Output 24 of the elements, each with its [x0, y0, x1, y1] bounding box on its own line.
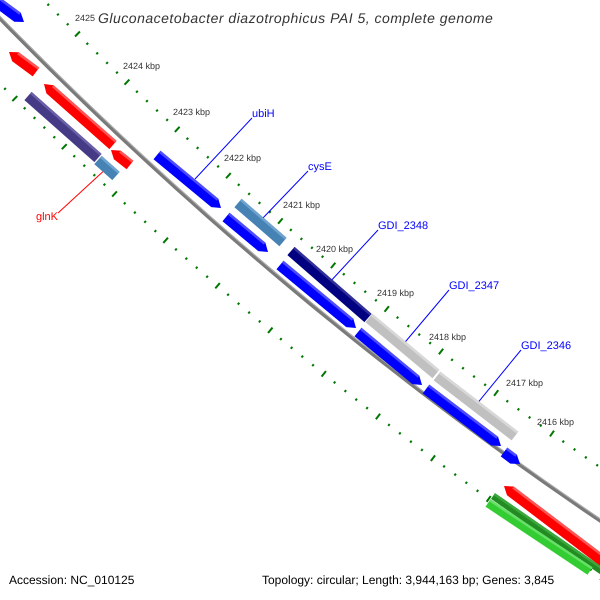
gene-label: GDI_2347	[449, 279, 500, 293]
gene-label: glnK	[36, 210, 58, 224]
leader-line	[478, 350, 522, 402]
kbp-label: 2417 kbp	[506, 379, 544, 388]
gene-label: cysE	[308, 160, 332, 174]
kbp-label: 2420 kbp	[316, 245, 354, 254]
footer-text: Topology: circular; Length: 3,944,163 bp; Genes: 3,845	[262, 574, 554, 586]
leader-line	[262, 170, 308, 218]
footer-text: Accession: NC_010125	[9, 574, 134, 586]
kbp-label: 2424 kbp	[123, 62, 160, 71]
gene-label: ubiH	[252, 107, 275, 121]
gene-label: GDI_2348	[378, 219, 428, 233]
leader-line	[332, 230, 378, 280]
kbp-label: 2418 kbp	[429, 333, 466, 342]
kbp-label: 2421 kbp	[283, 201, 320, 210]
gene-label: GDI_2346	[521, 339, 572, 353]
kbp-label: 2419 kbp	[377, 289, 414, 298]
kbp-label: 2425	[75, 14, 96, 23]
kbp-label: 2422 kbp	[224, 154, 262, 163]
gene-bar	[154, 150, 221, 208]
kbp-label: 2423 kbp	[173, 108, 210, 117]
kbp-label: 2416 kbp	[537, 418, 574, 427]
leader-line	[405, 290, 450, 342]
leader-line	[194, 118, 252, 180]
